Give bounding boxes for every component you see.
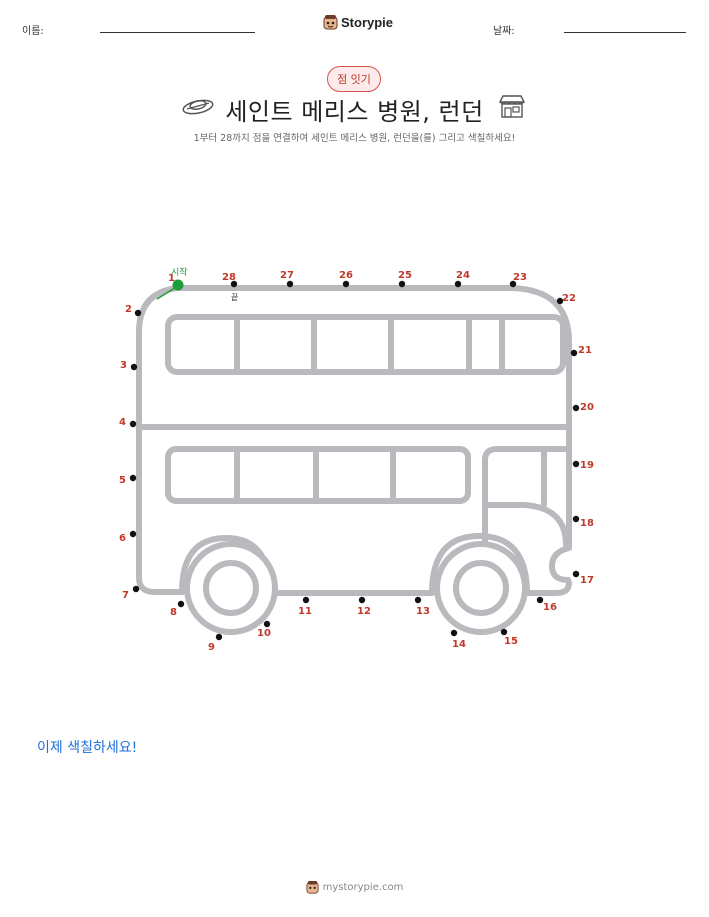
dot-16	[536, 596, 544, 604]
dot-number-16: 16	[543, 602, 557, 613]
dot-1	[172, 279, 184, 291]
dot-2	[134, 309, 142, 317]
dot-15	[500, 628, 508, 636]
dot-number-4: 4	[119, 417, 126, 428]
page-title: 세인트 메리스 병원, 런던	[225, 98, 484, 126]
dot-23	[509, 280, 517, 288]
dot-number-15: 15	[504, 636, 518, 647]
dot-number-19: 19	[580, 460, 594, 471]
dot-9	[215, 633, 223, 641]
dot-number-25: 25	[398, 270, 412, 281]
dot-number-10: 10	[257, 628, 271, 639]
name-line	[100, 32, 255, 33]
footer-url: mystorypie.com	[322, 882, 404, 893]
dot-26	[342, 280, 350, 288]
name-label: 이름:	[22, 26, 44, 37]
dot-number-1: 1	[168, 273, 175, 284]
activity-badge: 점 잇기	[327, 66, 381, 92]
bus-outline	[136, 285, 572, 596]
dot-18	[572, 515, 580, 523]
dot-25	[398, 280, 406, 288]
dot-11	[302, 596, 310, 604]
dot-number-3: 3	[120, 360, 127, 371]
hat-icon	[182, 99, 214, 115]
dot-number-20: 20	[580, 402, 594, 413]
end-label: 끝	[231, 293, 238, 302]
dot-number-13: 13	[416, 606, 430, 617]
dot-10	[263, 620, 271, 628]
dot-number-8: 8	[170, 607, 177, 618]
dot-number-23: 23	[513, 272, 527, 283]
dot-number-14: 14	[452, 639, 466, 650]
logo-text: Storypie	[341, 15, 394, 30]
building-icon	[498, 95, 526, 118]
dot-number-26: 26	[339, 270, 353, 281]
dot-20	[572, 404, 580, 412]
storypie-mascot-icon	[306, 881, 319, 894]
dot-19	[572, 460, 580, 468]
dot-number-27: 27	[280, 270, 294, 281]
dot-3	[130, 363, 138, 371]
dot-8	[177, 600, 185, 608]
dot-number-7: 7	[122, 590, 129, 601]
dot-number-11: 11	[298, 606, 312, 617]
date-line	[564, 32, 686, 33]
dot-7	[132, 585, 140, 593]
footer: mystorypie.com	[0, 880, 709, 895]
dot-12	[358, 596, 366, 604]
dot-27	[286, 280, 294, 288]
dot-number-6: 6	[119, 533, 126, 544]
rear-wheel-hub	[203, 560, 259, 616]
storypie-logo: Storypie	[323, 14, 393, 31]
dot-13	[414, 596, 422, 604]
dot-number-9: 9	[208, 642, 215, 653]
dot-number-18: 18	[580, 518, 594, 529]
dot-28	[230, 280, 238, 288]
dot-14	[450, 629, 458, 637]
dot-number-2: 2	[125, 304, 132, 315]
dot-number-21: 21	[578, 345, 592, 356]
color-prompt: 이제 색칠하세요!	[37, 740, 138, 756]
dot-number-28: 28	[222, 272, 236, 283]
dot-21	[570, 349, 578, 357]
instructions: 1부터 28까지 점을 연결하여 세인트 메리스 병원, 런던을(를) 그리고 …	[193, 133, 516, 144]
dot-number-12: 12	[357, 606, 371, 617]
dot-6	[129, 530, 137, 538]
dot-number-22: 22	[562, 293, 576, 304]
date-label: 날짜:	[493, 26, 515, 37]
wheels	[184, 541, 528, 635]
front-wheel-hub	[453, 560, 509, 616]
dot-number-24: 24	[456, 270, 470, 281]
dot-22	[556, 297, 564, 305]
dot-number-17: 17	[580, 575, 594, 586]
start-label: 시작	[171, 267, 188, 278]
dot-17	[572, 570, 580, 578]
dot-24	[454, 280, 462, 288]
storypie-mascot-icon	[323, 15, 338, 30]
dot-number-5: 5	[119, 475, 126, 486]
dot-4	[129, 420, 137, 428]
dot-5	[129, 474, 137, 482]
